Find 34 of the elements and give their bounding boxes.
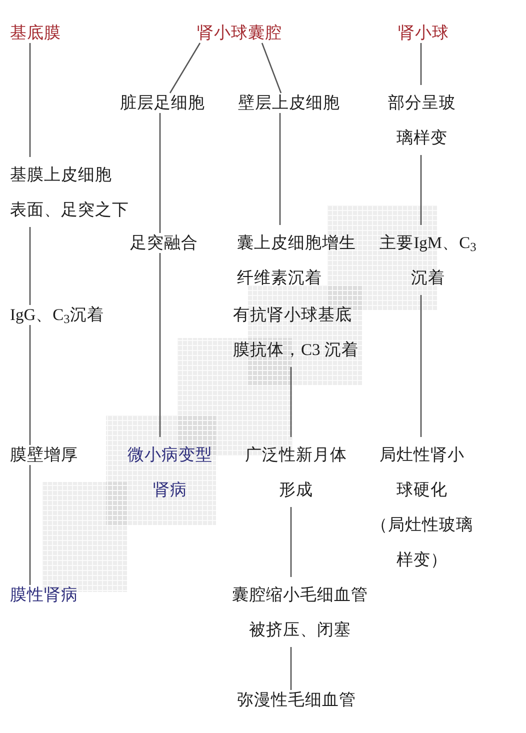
pathology-text: 局灶性肾小球硬化 — [378, 444, 466, 501]
pathology-text: 脏层足细胞 — [120, 93, 205, 113]
connector-line — [29, 43, 31, 157]
connector-line — [29, 465, 31, 585]
category-heading: 基底膜 — [10, 23, 61, 43]
connector-line — [261, 42, 282, 94]
connector-line — [29, 325, 31, 445]
category-heading: 肾小球 — [398, 23, 449, 43]
pathology-text: 囊上皮细胞增生纤维素沉着 — [237, 225, 361, 295]
pathology-text: （局灶性玻璃样变） — [370, 514, 474, 571]
connector-line — [279, 113, 281, 225]
pathology-text: 有抗肾小球基底膜抗体，C3 沉着 — [233, 297, 361, 367]
connector-line — [290, 647, 292, 690]
connector-line — [420, 43, 422, 85]
connector-line — [159, 253, 161, 437]
category-heading: 肾小球囊腔 — [197, 23, 282, 43]
pathology-text: 基膜上皮细胞表面、足突之下 — [10, 157, 134, 227]
pathology-text: 足突融合 — [130, 233, 198, 253]
pathology-text: 弥漫性毛细血管 — [237, 690, 356, 710]
connector-line — [159, 113, 161, 233]
pathology-text: 囊腔缩小毛细血管被挤压、闭塞 — [230, 577, 370, 647]
pathology-text: 壁层上皮细胞 — [238, 93, 340, 113]
connector-line — [420, 295, 422, 437]
connector-line — [169, 42, 201, 94]
pathology-text: 主要IgM、C$_{3}$沉着 — [378, 225, 478, 295]
pathology-text: 膜壁增厚 — [10, 445, 78, 465]
pathology-text: IgG、C$_{3}$沉着 — [10, 305, 104, 325]
pathology-text: 部分呈玻璃样变 — [385, 85, 459, 155]
disease-name: 膜性肾病 — [10, 585, 78, 605]
pathology-text: 广泛性新月体形成 — [244, 437, 348, 507]
connector-line — [29, 227, 31, 305]
connector-line — [290, 367, 292, 437]
connector-line — [420, 155, 422, 225]
connector-line — [290, 507, 292, 577]
